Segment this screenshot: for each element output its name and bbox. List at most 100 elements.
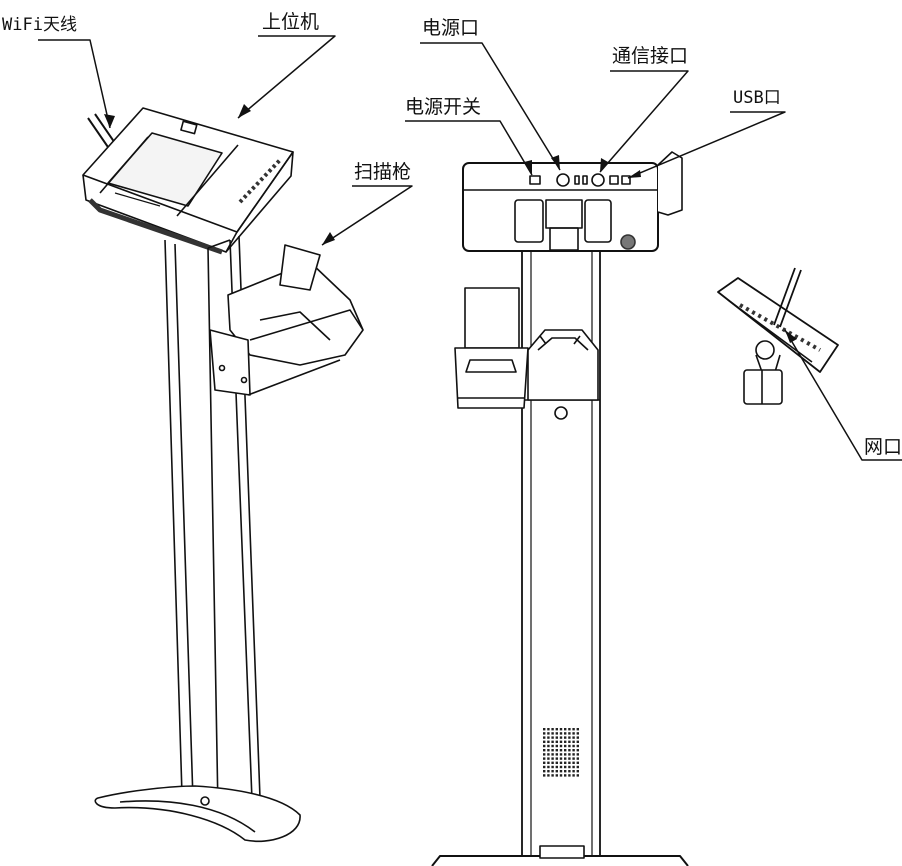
grille-hole — [551, 736, 554, 739]
grille-hole — [576, 744, 579, 748]
host-device — [82, 107, 294, 255]
grille-hole — [547, 740, 550, 743]
rear-side-scanner — [454, 287, 529, 409]
grille-hole — [564, 770, 567, 773]
leader-lines — [38, 35, 902, 461]
grille-hole — [559, 770, 563, 773]
grille-hole — [559, 774, 563, 777]
grille-hole — [543, 770, 546, 773]
grille-hole — [568, 770, 571, 773]
grille-hole — [564, 728, 567, 731]
power-switch — [529, 175, 541, 185]
grille-hole — [572, 744, 575, 748]
grille-hole — [559, 736, 563, 739]
grille-hole — [576, 749, 579, 752]
grille-hole — [559, 744, 563, 748]
grille-hole — [551, 753, 554, 756]
grille-hole — [564, 744, 567, 748]
grille-hole — [547, 753, 550, 756]
kiosk-tilted-view — [717, 267, 839, 405]
grille-hole — [551, 744, 554, 748]
grille-hole — [555, 728, 558, 731]
grille-hole — [572, 774, 575, 777]
grille-hole — [555, 749, 558, 752]
grille-hole — [543, 757, 546, 760]
grille-hole — [551, 728, 554, 731]
grille-hole — [547, 744, 550, 748]
grille-hole — [555, 761, 558, 764]
grille-hole — [564, 774, 567, 777]
grille-hole — [568, 757, 571, 760]
arrow-heads — [104, 104, 797, 343]
grille-hole — [568, 728, 571, 731]
grille-hole — [576, 761, 579, 764]
label-power-port: 电源口 — [422, 17, 480, 39]
rear-head-unit — [462, 151, 683, 252]
grille-hole — [559, 749, 563, 752]
grille-hole — [576, 765, 579, 769]
grille-hole — [572, 761, 575, 764]
grille-hole — [547, 770, 550, 773]
grille-hole — [576, 770, 579, 773]
grille-hole — [576, 740, 579, 743]
grille-hole — [551, 757, 554, 760]
label-wifi-antenna: WiFi天线 — [2, 15, 77, 35]
grille-hole — [551, 774, 554, 777]
grille-hole — [555, 765, 558, 769]
grille-hole — [559, 728, 563, 731]
grille-hole — [543, 765, 546, 769]
grille-hole — [564, 753, 567, 756]
grille-hole — [568, 740, 571, 743]
grille-hole — [555, 753, 558, 756]
grille-hole — [564, 740, 567, 743]
grille-hole — [572, 753, 575, 756]
grille-hole — [568, 761, 571, 764]
grille-hole — [543, 774, 546, 777]
grille-hole — [547, 757, 550, 760]
grille-hole — [555, 770, 558, 773]
label-host-pc: 上位机 — [262, 11, 320, 33]
grille-hole — [555, 744, 558, 748]
grille-hole — [564, 736, 567, 739]
rear-ports — [529, 173, 631, 187]
grille-hole — [543, 736, 546, 739]
grille-hole — [547, 732, 550, 735]
kiosk-perspective-view — [82, 107, 364, 842]
grille-hole — [559, 765, 563, 769]
comm-port — [591, 173, 605, 187]
grille-hole — [564, 757, 567, 760]
grille-hole — [551, 740, 554, 743]
grille-hole — [572, 765, 575, 769]
grille-hole — [559, 732, 563, 735]
grille-hole — [568, 736, 571, 739]
grille-hole — [572, 770, 575, 773]
grille-hole — [568, 749, 571, 752]
grille-hole — [543, 728, 546, 731]
grille-hole — [547, 749, 550, 752]
usb-port-a — [609, 175, 619, 185]
grille-hole — [543, 744, 546, 748]
grille-hole — [572, 757, 575, 760]
grille-hole — [543, 749, 546, 752]
grille-hole — [572, 740, 575, 743]
grille-hole — [572, 728, 575, 731]
grille-hole — [543, 740, 546, 743]
grille-hole — [551, 732, 554, 735]
grille-hole — [555, 736, 558, 739]
grille-hole — [555, 757, 558, 760]
grille-hole — [568, 774, 571, 777]
grille-hole — [559, 761, 563, 764]
speaker-grille — [543, 728, 579, 777]
grille-hole — [576, 728, 579, 731]
grille-hole — [555, 732, 558, 735]
grille-hole — [555, 740, 558, 743]
label-comm-port: 通信接口 — [612, 45, 689, 67]
grille-hole — [568, 765, 571, 769]
grille-hole — [564, 761, 567, 764]
grille-hole — [568, 732, 571, 735]
grille-hole — [555, 774, 558, 777]
base — [94, 785, 301, 842]
grille-hole — [551, 749, 554, 752]
grille-hole — [559, 757, 563, 760]
